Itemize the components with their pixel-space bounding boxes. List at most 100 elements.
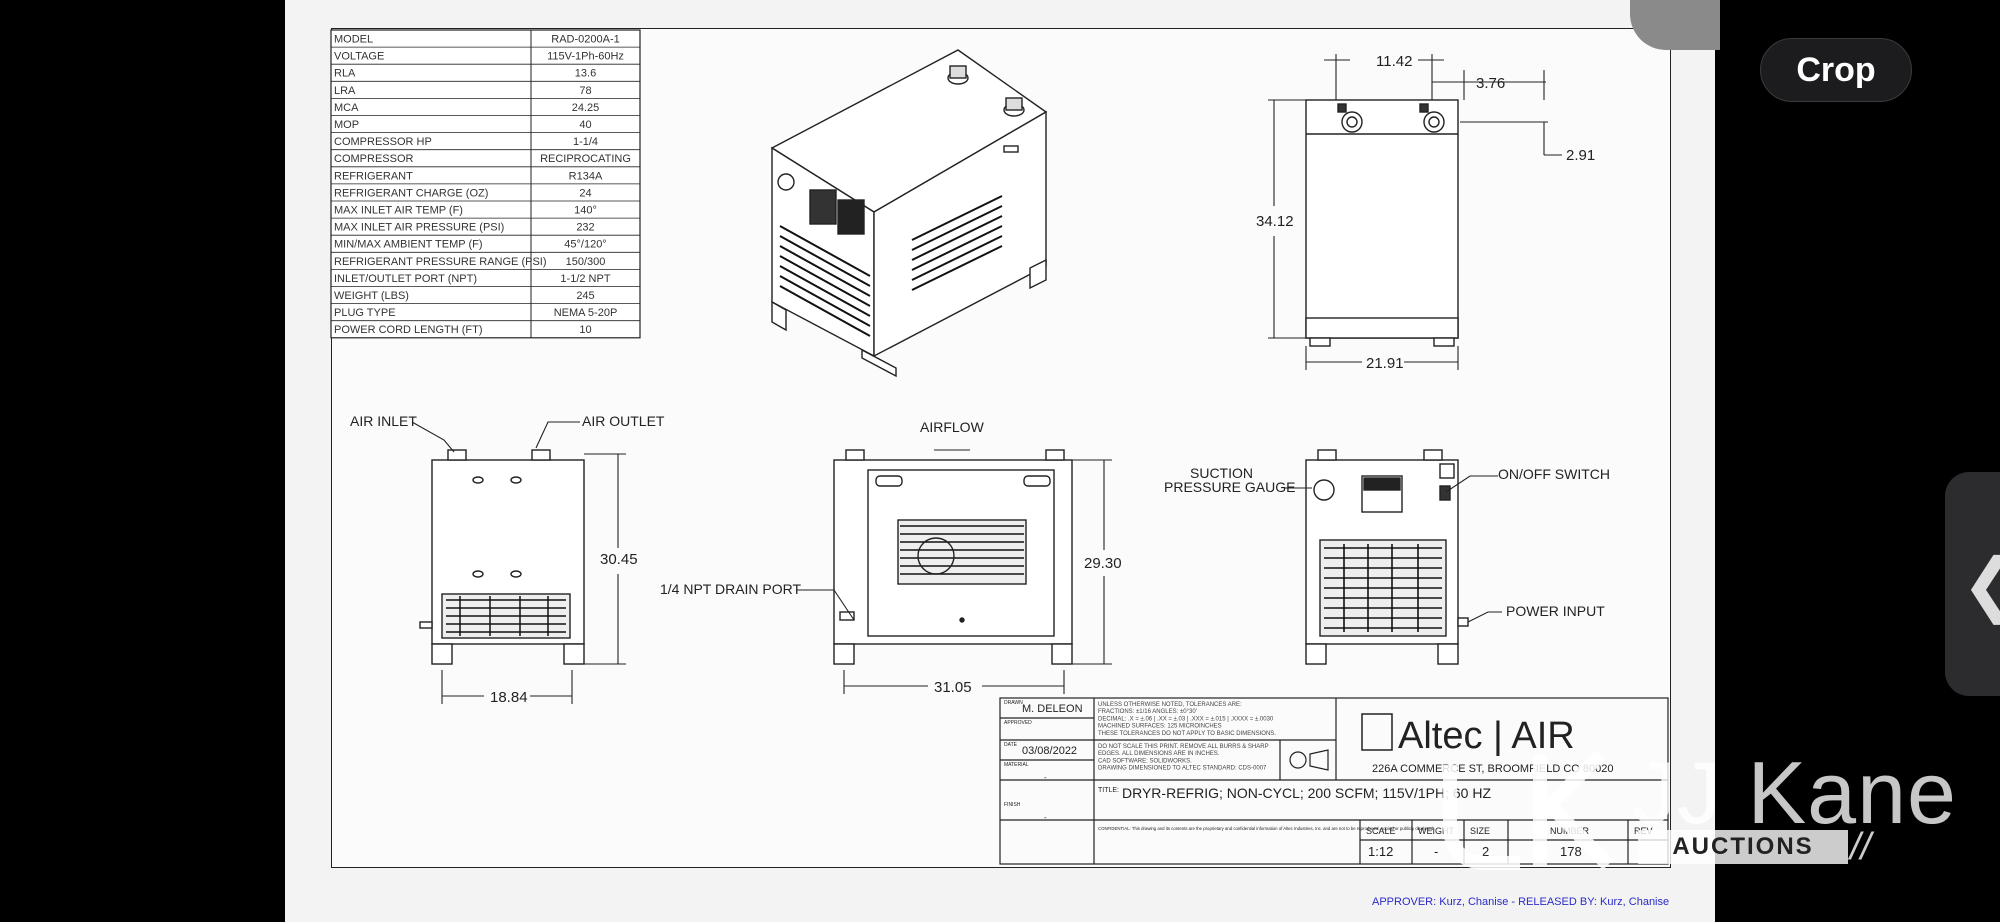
dim-front-width: 31.05 xyxy=(934,679,972,696)
note-line: CAD SOFTWARE: SOLIDWORKS. xyxy=(1098,758,1192,764)
crop-button[interactable]: Crop xyxy=(1760,38,1912,102)
spec-value: 78 xyxy=(579,85,591,97)
back-chevron-icon[interactable]: ❮ xyxy=(1945,472,2000,696)
spec-label: MODEL xyxy=(334,34,373,46)
callout-air-outlet: AIR OUTLET xyxy=(582,413,665,429)
drawing-title: DRYR-REFRIG; NON-CYCL; 200 SCFM; 115V/1P… xyxy=(1122,785,1491,801)
logo-text: Altec | AIR xyxy=(1398,715,1575,757)
spec-value: 10 xyxy=(579,324,591,336)
spec-value: NEMA 5-20P xyxy=(554,307,618,319)
material-value: - xyxy=(1044,773,1047,782)
spec-value: 150/300 xyxy=(566,256,606,268)
tolerance-notes: UNLESS OTHERWISE NOTED, TOLERANCES ARE:F… xyxy=(1098,702,1276,737)
spec-label: MIN/MAX AMBIENT TEMP (F) xyxy=(334,239,483,251)
company-address: 226A COMMERCE ST, BROOMFIELD CO 80020 xyxy=(1372,763,1613,775)
spec-label: MOP xyxy=(334,119,359,131)
note-line: MACHINED SURFACES: 125 MICROINCHES xyxy=(1098,724,1222,730)
control-side-view xyxy=(1305,449,1469,665)
spec-value: 140° xyxy=(574,205,597,217)
spec-label: POWER CORD LENGTH (FT) xyxy=(334,324,483,336)
confidential-notice: CONFIDENTIAL: This drawing and its conte… xyxy=(1098,826,1434,831)
jj-kane-watermark xyxy=(1443,750,1614,870)
spec-label: REFRIGERANT PRESSURE RANGE (PSI) xyxy=(334,256,547,268)
spec-label: PLUG TYPE xyxy=(334,307,396,319)
spec-label: REFRIGERANT xyxy=(334,170,413,182)
note-line: THESE TOLERANCES DO NOT APPLY TO BASIC D… xyxy=(1098,731,1276,737)
finish-label: FINISH xyxy=(1004,802,1021,808)
spec-value: 245 xyxy=(576,290,594,302)
weight-value: - xyxy=(1434,844,1438,859)
scale-label: SCALE xyxy=(1366,826,1396,836)
watermark-slashes: // xyxy=(1850,826,1872,868)
spec-value: RECIPROCATING xyxy=(540,153,631,165)
note-line: DECIMAL: .X = ±.06 | .XX = ±.03 | .XXX =… xyxy=(1098,716,1274,722)
isometric-view xyxy=(770,49,1048,378)
spec-value: 115V-1Ph-60Hz xyxy=(547,51,624,63)
note-line: DO NOT SCALE THIS PRINT. REMOVE ALL BURR… xyxy=(1098,744,1269,750)
front-view xyxy=(833,449,1073,665)
spec-value: 13.6 xyxy=(575,68,596,80)
spec-label: INLET/OUTLET PORT (NPT) xyxy=(334,273,477,285)
dim-rear-width: 18.84 xyxy=(490,689,528,706)
spec-label: MAX INLET AIR PRESSURE (PSI) xyxy=(334,222,504,234)
material-label: MATERIAL xyxy=(1004,762,1029,768)
spec-label: LRA xyxy=(334,85,356,97)
spec-value: 40 xyxy=(579,119,591,131)
approved-label: APPROVED xyxy=(1004,720,1032,726)
scale-value: 1:12 xyxy=(1368,844,1393,859)
spec-value: 232 xyxy=(576,222,594,234)
note-line: EDGES. ALL DIMENSIONS ARE IN INCHES. xyxy=(1098,751,1220,757)
dim-top-rise: 2.91 xyxy=(1566,147,1595,164)
side-view xyxy=(1305,99,1459,347)
spec-value: 24.25 xyxy=(572,102,600,114)
spec-value: 24 xyxy=(579,187,591,199)
watermark-name: JJ Kane xyxy=(1632,743,1957,842)
watermark-auctions: AUCTIONS xyxy=(1638,830,1848,864)
title-label: TITLE: xyxy=(1098,787,1119,794)
spec-label: VOLTAGE xyxy=(334,51,384,63)
rear-view xyxy=(419,449,585,665)
weight-label: WEIGHT xyxy=(1418,826,1454,836)
size-value: 2 xyxy=(1482,844,1489,859)
callout-drain-port: 1/4 NPT DRAIN PORT xyxy=(660,581,802,597)
callout-airflow: AIRFLOW xyxy=(920,419,985,435)
spec-label: COMPRESSOR HP xyxy=(334,136,432,148)
dim-top-offset: 3.76 xyxy=(1476,75,1505,92)
drawn-by: M. DELEON xyxy=(1022,703,1083,715)
callout-suction-1: SUCTION xyxy=(1190,465,1253,481)
finish-value: - xyxy=(1044,813,1047,822)
drawing-date: 03/08/2022 xyxy=(1022,745,1077,757)
spec-value: R134A xyxy=(569,170,603,182)
watermark-k-stroke xyxy=(1533,750,1614,870)
note-line: UNLESS OTHERWISE NOTED, TOLERANCES ARE: xyxy=(1098,702,1242,708)
spec-label: MCA xyxy=(334,102,359,114)
spec-value: 1-1/2 NPT xyxy=(560,273,610,285)
size-label: SIZE xyxy=(1470,826,1490,836)
note-line: DRAWING DIMENSIONED TO ALTEC STANDARD: C… xyxy=(1098,766,1267,772)
callout-on-off-switch: ON/OFF SWITCH xyxy=(1498,466,1610,482)
spec-value: 1-1/4 xyxy=(573,136,598,148)
spec-label: WEIGHT (LBS) xyxy=(334,290,409,302)
callout-suction-2: PRESSURE GAUGE xyxy=(1164,479,1295,495)
spec-value: RAD-0200A-1 xyxy=(551,34,619,46)
callout-power-input: POWER INPUT xyxy=(1506,603,1605,619)
note-line: FRACTIONS: ±1/16 ANGLES: ±0°30' xyxy=(1098,709,1197,715)
number-value: 178 xyxy=(1560,844,1582,859)
spec-value: 45°/120° xyxy=(564,239,606,251)
dim-top-width: 11.42 xyxy=(1376,53,1412,70)
spec-label: REFRIGERANT CHARGE (OZ) xyxy=(334,187,488,199)
top-corner-tab xyxy=(1630,0,1720,50)
dim-side-height: 34.12 xyxy=(1256,213,1294,230)
title-block xyxy=(999,697,1669,865)
dimension-lines xyxy=(411,54,1562,704)
altec-logo: Altec | AIR xyxy=(1361,713,1575,757)
approver-line: APPROVER: Kurz, Chanise - RELEASED BY: K… xyxy=(1372,896,1670,908)
callout-air-inlet: AIR INLET xyxy=(350,413,417,429)
spec-label: COMPRESSOR xyxy=(334,153,414,165)
spec-label: RLA xyxy=(334,68,356,80)
drawing-notes: DO NOT SCALE THIS PRINT. REMOVE ALL BURR… xyxy=(1098,744,1269,772)
spec-label: MAX INLET AIR TEMP (F) xyxy=(334,205,463,217)
dim-front-height: 29.30 xyxy=(1084,555,1122,572)
